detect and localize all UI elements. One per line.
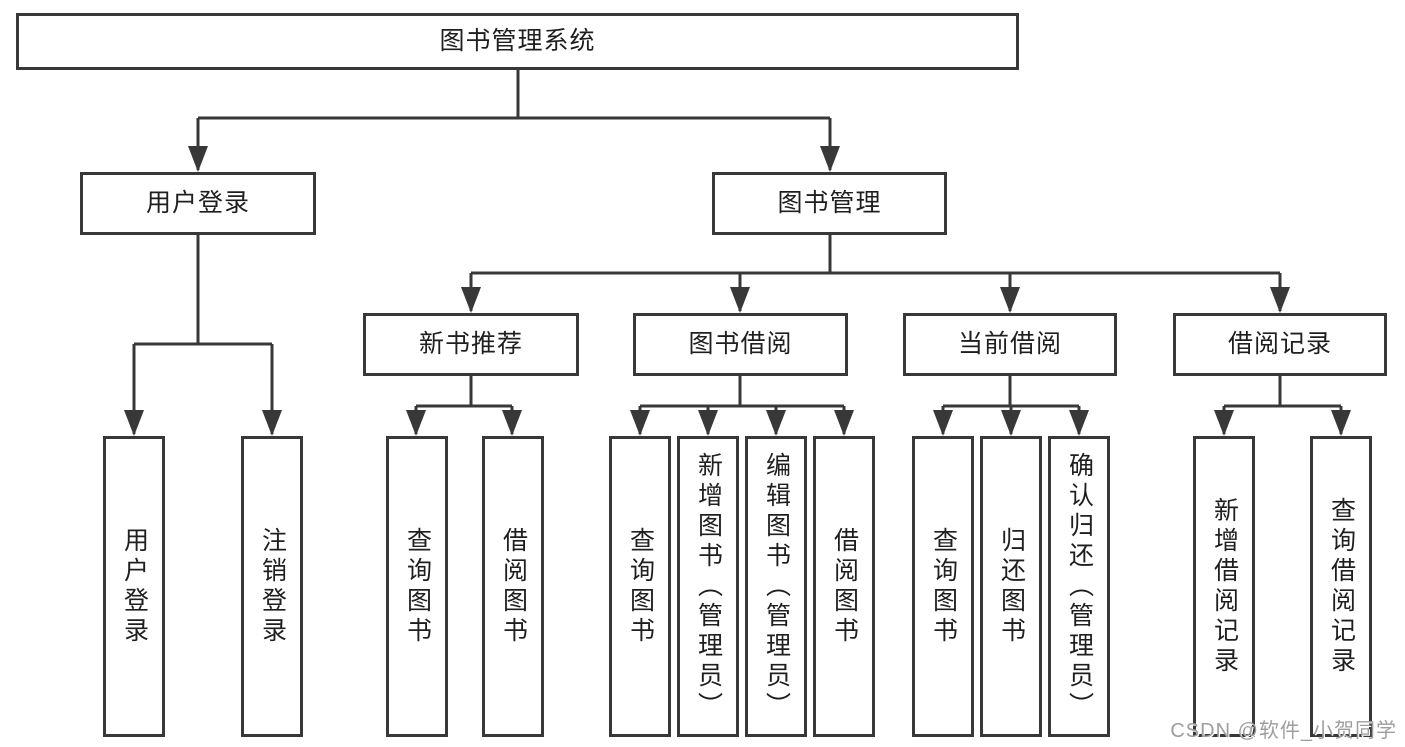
node-cb-return-books: 归还图书 (980, 436, 1042, 737)
node-borrowing-records: 借阅记录 (1173, 313, 1387, 376)
csdn-watermark: CSDN @软件_小贺同学 (1170, 720, 1397, 742)
node-rec-query-books: 查询图书 (386, 436, 448, 737)
arrowhead-icons (124, 146, 1351, 436)
node-bb-borrow-books: 借阅图书 (813, 436, 875, 737)
node-leaf-user-login: 用户登录 (103, 436, 165, 737)
node-cb-query-books: 查询图书 (912, 436, 974, 737)
node-book-borrowing: 图书借阅 (633, 313, 848, 376)
node-user-login: 用户登录 (80, 172, 316, 235)
node-new-book-recommend: 新书推荐 (363, 313, 579, 376)
node-library-system: 图书管理系统 (16, 13, 1019, 70)
node-book-management: 图书管理 (712, 172, 947, 235)
node-br-add-record: 新增借阅记录 (1193, 436, 1255, 737)
node-br-query-record: 查询借阅记录 (1310, 436, 1372, 737)
node-current-borrowing: 当前借阅 (903, 313, 1117, 376)
node-leaf-logout: 注销登录 (241, 436, 303, 737)
node-rec-borrow-books: 借阅图书 (482, 436, 544, 737)
node-bb-add-books-admin: 新增图书（管理员） (677, 436, 739, 737)
node-bb-edit-books-admin: 编辑图书（管理员） (745, 436, 807, 737)
node-bb-query-books: 查询图书 (609, 436, 671, 737)
node-cb-confirm-return-admin: 确认归还（管理员） (1048, 436, 1110, 737)
